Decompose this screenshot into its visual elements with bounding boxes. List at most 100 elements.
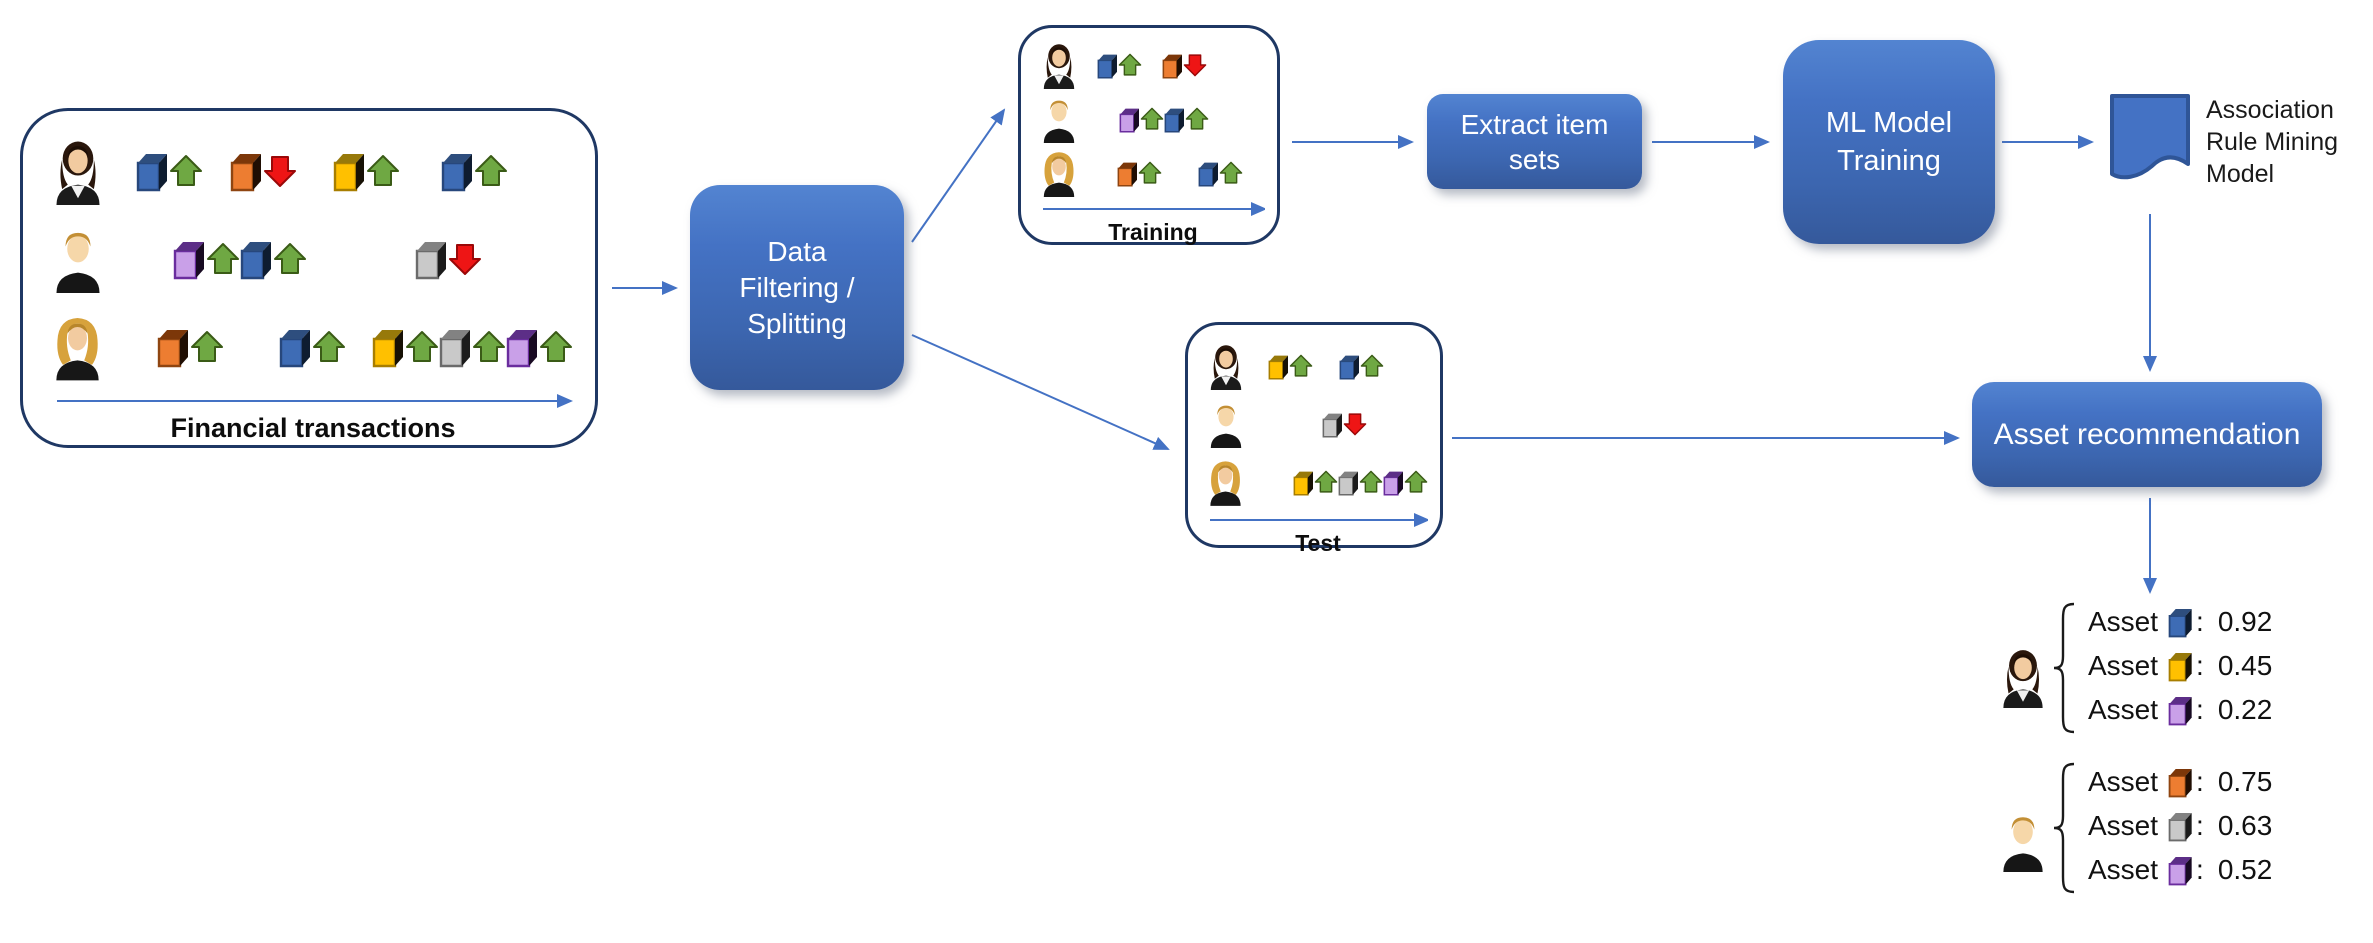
transaction-item [279,326,346,368]
label-line: Extract item [1460,108,1609,140]
asset-recommendation-box: Asset recommendation [1972,382,2322,487]
asset-orange-icon [2168,769,2192,798]
connector-arrow [911,108,1006,243]
trend-up-icon [406,331,438,362]
timeline-arrow [1041,200,1265,218]
timeline-arrow-icon [57,394,573,408]
transaction-item [1383,469,1428,496]
curly-brace [2053,602,2075,734]
recommendation-asset-label: Asset [2088,606,2159,637]
transaction-item [439,326,506,368]
recommendation-score: 0.92 [2217,606,2273,637]
recommendation-row: Asset :0.63 [2088,804,2272,848]
training-panel: Training [1018,25,1280,245]
transaction-row [1041,146,1265,200]
recommendation-separator: : [2196,694,2204,725]
transaction-item [173,238,240,280]
transaction-item [372,326,439,368]
recommendation-score: 0.45 [2217,650,2273,681]
transaction-row [1041,92,1265,146]
transaction-row [1208,395,1428,453]
asset-blue-icon [1198,162,1218,186]
asset-gray-icon [1322,413,1342,437]
timeline-arrow [53,391,573,411]
transaction-item [415,238,482,280]
asset-blue-icon [279,330,310,368]
recommendation-separator: : [2196,810,2204,841]
trend-up-icon [1140,107,1164,130]
transaction-item [1338,469,1383,496]
document-shape-icon [2110,94,2190,180]
label-line: Data [767,235,827,267]
man-avatar [1210,405,1242,448]
recommendation-score: 0.75 [2217,766,2273,797]
man-avatar [56,232,100,293]
asset-orange-icon [230,154,261,192]
asset-blue-icon [2168,609,2192,638]
trend-up-icon [1404,470,1428,493]
transaction-item [230,150,297,192]
test-label: Test [1295,530,1341,556]
blonde-woman-avatar [56,318,99,381]
asset-orange-icon [1162,54,1182,78]
recommendation-separator: : [2196,650,2204,681]
asset-blue-icon [1339,355,1359,379]
blonde-woman-avatar [1043,152,1075,197]
businesswoman-avatar [1210,345,1242,390]
transaction-item [506,326,573,368]
timeline-arrow-icon [1210,513,1428,527]
label-line: Splitting [747,307,847,339]
asset-purple-icon [506,330,537,368]
recommendation-row: Asset :0.92 [2088,600,2272,644]
transaction-item [1198,160,1243,187]
trend-down-icon [449,244,481,275]
connector-arrow [911,334,1170,450]
recommendation-asset-label: Asset [2088,650,2159,681]
asset-purple-icon [1383,471,1403,495]
trend-up-icon [313,331,345,362]
trend-down-icon [1343,413,1367,436]
recommendation-asset-label: Asset [2088,766,2159,797]
recommendation-asset-label: Asset [2088,810,2159,841]
label-line: Rule Mining [2206,128,2339,156]
recommendation-separator: : [2196,766,2204,797]
trend-up-icon [191,331,223,362]
asset-blue-icon [1164,108,1184,132]
trend-up-icon [1219,161,1243,184]
transaction-item [136,150,203,192]
label-line: Association [2206,96,2334,124]
transaction-row [53,215,573,303]
trend-up-icon [274,243,306,274]
transaction-item [1164,106,1209,133]
recommendation-row: Asset :0.45 [2088,644,2272,688]
transaction-item [1293,469,1338,496]
label-line: Training [1837,145,1941,177]
asset-purple-icon [173,242,204,280]
transaction-item [333,150,400,192]
training-label: Training [1108,219,1198,245]
recommendation-score: 0.52 [2217,854,2273,885]
recommendation-separator: : [2196,606,2204,637]
timeline-arrow-icon [1043,202,1265,216]
transactions-rows [53,127,573,391]
man-avatar [2003,817,2043,872]
recommendation-group-avatar [2000,810,2046,877]
trend-up-icon [207,243,239,274]
trend-up-icon [1314,470,1338,493]
recommendation-score: 0.22 [2217,694,2273,725]
asset-recommendation-label: Asset recommendation [1993,417,2301,451]
recommendation-group-avatar [2000,646,2046,713]
transaction-item [1322,411,1367,438]
transaction-item [1162,52,1207,79]
recommendation-separator: : [2196,854,2204,885]
transaction-row [1041,38,1265,92]
recommendation-score: 0.63 [2217,810,2273,841]
trend-up-icon [367,155,399,186]
asset-purple-icon [2168,697,2192,726]
label-line: Model [2206,160,2275,188]
trend-up-icon [1138,161,1162,184]
